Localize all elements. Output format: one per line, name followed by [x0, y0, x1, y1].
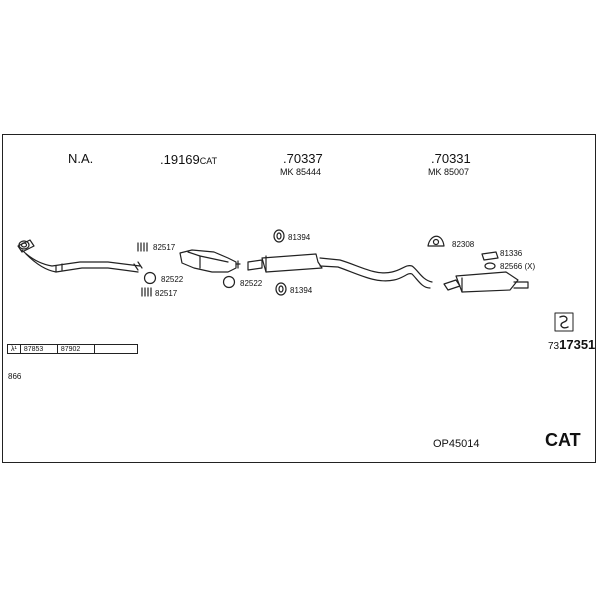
catalytic-converter [179, 249, 241, 273]
label-82308: 82308 [452, 240, 475, 249]
label-82566: 82566 (X) [500, 262, 536, 271]
label-82517-lower: 82517 [155, 289, 178, 298]
table-cell-87853: 87853 [21, 345, 58, 353]
spring-bolt-upper [137, 242, 148, 252]
gasket-ring-right [222, 275, 236, 289]
diagram-frame [2, 134, 596, 463]
mid-part-number: .70337 [283, 151, 323, 166]
note-866: 866 [8, 372, 22, 381]
main-part-code: 7317351 [548, 337, 595, 352]
part-logo-icon [554, 312, 574, 332]
front-pipe [17, 239, 143, 273]
rubber-mount [484, 262, 496, 270]
table-cell-87902: 87902 [58, 345, 95, 353]
label-81394-lower: 81394 [290, 286, 313, 295]
kit-code: OP45014 [433, 438, 480, 450]
reference-table: λ¹ 87853 87902 [7, 344, 138, 354]
clamp-upper [273, 229, 285, 243]
hanger-clip [427, 235, 445, 247]
rear-part-number: .70331 [431, 151, 471, 166]
label-82522-right: 82522 [240, 279, 263, 288]
small-clip [481, 251, 499, 261]
main-code-prefix: 73 [548, 341, 560, 352]
middle-silencer [247, 253, 433, 289]
clamp-lower [275, 282, 287, 296]
spring-bolt-lower [141, 287, 152, 297]
cat-part-suffix: CAT [199, 156, 218, 166]
table-cell-empty [95, 345, 137, 353]
gasket-ring-left [143, 271, 157, 285]
label-82517-upper: 82517 [153, 243, 176, 252]
cat-part-num: .19169 [160, 152, 200, 167]
label-81336: 81336 [500, 249, 523, 258]
rear-silencer [443, 271, 529, 293]
label-82522-left: 82522 [161, 275, 184, 284]
label-81394-upper: 81394 [288, 233, 311, 242]
rear-mk-label: MK 85007 [428, 167, 470, 177]
na-label: N.A. [68, 151, 94, 166]
table-lambda: λ¹ [8, 345, 21, 353]
mid-mk-label: MK 85444 [280, 167, 322, 177]
cat-part-number: .19169CAT [160, 151, 217, 169]
main-code-strong: 17351 [559, 337, 596, 352]
cat-label: CAT [545, 430, 581, 450]
